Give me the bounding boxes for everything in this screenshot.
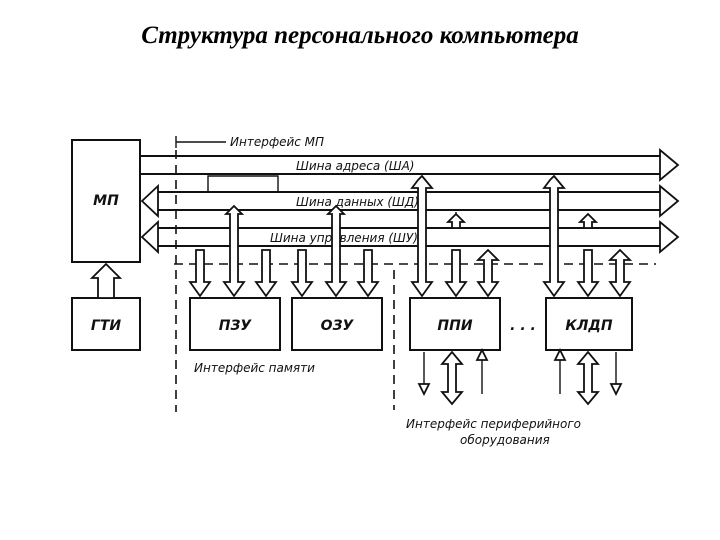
kldp-label: КЛДП <box>565 318 613 334</box>
mp-block <box>71 139 141 263</box>
ellipsis: . . . <box>510 318 536 334</box>
pzu-label: ПЗУ <box>219 318 253 334</box>
ppi-block <box>409 297 501 351</box>
kldp-block <box>545 297 633 351</box>
data-bus-label: Шина данных (ШД) <box>296 195 419 209</box>
ozu-block <box>291 297 383 351</box>
memory-interface-label: Интерфейс памяти <box>194 361 315 375</box>
ppi-bus-arrows <box>410 174 501 298</box>
mp-interface-marker <box>175 136 226 148</box>
peripheral-interface-label-line1: Интерфейс периферийного <box>406 417 581 431</box>
address-bus-label: Шина адреса (ША) <box>296 159 414 173</box>
ozu-bus-arrows <box>290 204 380 298</box>
pzu-block <box>189 297 281 351</box>
kldp-peripheral-arrows <box>553 347 623 406</box>
data-bus-tap-loop <box>207 175 279 192</box>
pzu-bus-arrows <box>188 204 278 298</box>
control-bus <box>140 219 680 255</box>
data-bus <box>140 183 680 219</box>
ppi-label: ППИ <box>437 318 472 334</box>
gti-to-mp-arrow <box>89 262 123 299</box>
gti-label: ГТИ <box>91 318 121 334</box>
ppi-peripheral-arrows <box>417 347 489 406</box>
mp-interface-label: Интерфейс МП <box>230 135 324 149</box>
page-title: Структура персонального компьютера <box>141 22 579 49</box>
control-bus-label: Шина управления (ШУ) <box>270 231 418 245</box>
ozu-label: ОЗУ <box>321 318 355 334</box>
address-bus <box>140 148 680 182</box>
kldp-bus-arrows <box>542 174 633 298</box>
mp-label: МП <box>93 193 119 209</box>
peripheral-interface-label-line2: оборудования <box>460 433 550 447</box>
